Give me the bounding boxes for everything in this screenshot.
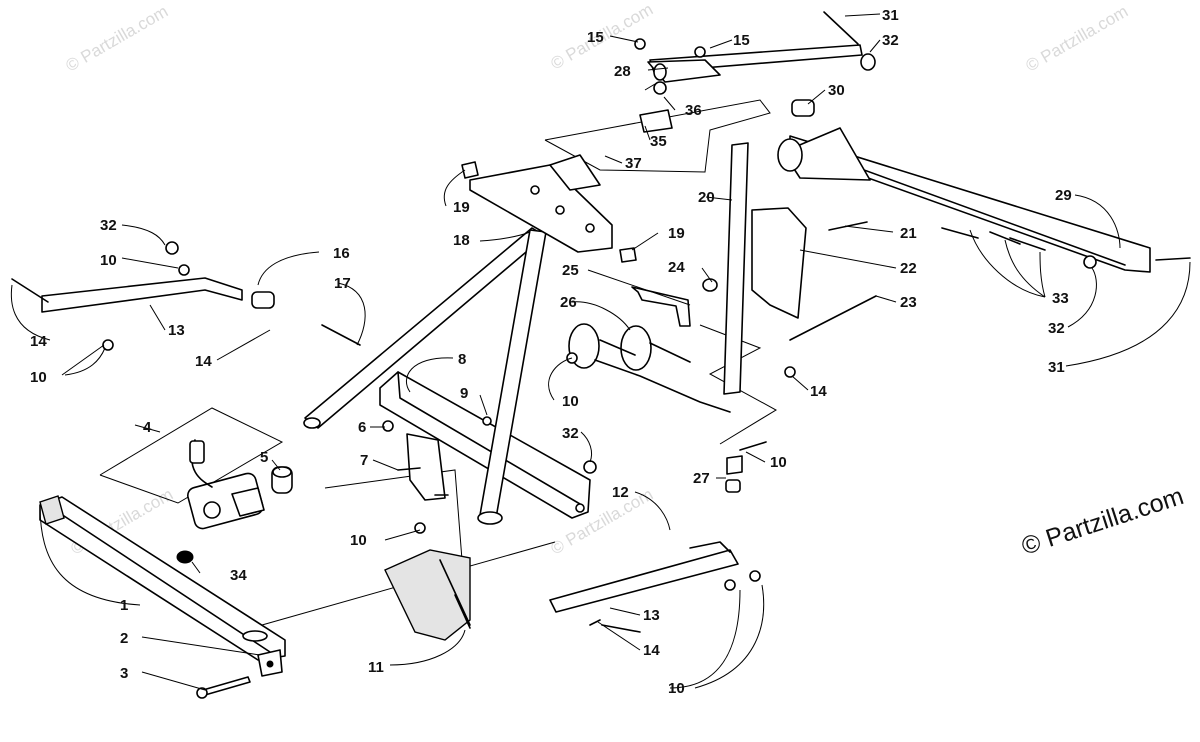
callout-32: 32 <box>882 32 899 49</box>
callout-12: 12 <box>612 484 629 501</box>
callout-34: 34 <box>230 567 247 584</box>
callout-10: 10 <box>562 393 579 410</box>
callout-5: 5 <box>260 449 268 466</box>
callout-36: 36 <box>685 102 702 119</box>
part-main-bracket <box>461 154 637 263</box>
part-1-rail <box>39 495 286 661</box>
callout-32: 32 <box>100 217 117 234</box>
part-26-motors <box>568 323 731 413</box>
callout-10: 10 <box>30 369 47 386</box>
callout-28: 28 <box>614 63 631 80</box>
callouts: 1 2 3 4 5 6 7 8 9 10 10 10 10 10 10 11 1… <box>30 7 1072 697</box>
watermarks: © Partzilla.com © Partzilla.com © Partzi… <box>63 0 1132 558</box>
part-2-bracket <box>257 649 283 677</box>
callout-1: 1 <box>120 597 128 614</box>
callout-17: 17 <box>334 275 351 292</box>
callout-10: 10 <box>350 532 367 549</box>
callout-21: 21 <box>900 225 917 242</box>
callout-8: 8 <box>458 351 466 368</box>
callout-9: 9 <box>460 385 468 402</box>
watermark: © Partzilla.com <box>1023 2 1132 76</box>
part-8-plate <box>379 371 591 519</box>
part-25-bracket <box>631 286 691 327</box>
callout-27: 27 <box>693 470 710 487</box>
callout-6: 6 <box>358 419 366 436</box>
callout-26: 26 <box>560 294 577 311</box>
callout-24: 24 <box>668 259 685 276</box>
watermark: © Partzilla.com <box>63 2 172 76</box>
callout-29: 29 <box>1055 187 1072 204</box>
callout-15: 15 <box>587 29 604 46</box>
callout-14: 14 <box>810 383 827 400</box>
part-5-bushing <box>271 466 293 494</box>
callout-16: 16 <box>333 245 350 262</box>
brand-mark: © Partzilla.com <box>1018 482 1187 561</box>
callout-20: 20 <box>698 189 715 206</box>
part-34-nut <box>176 550 194 564</box>
callout-14: 14 <box>643 642 660 659</box>
callout-30: 30 <box>828 82 845 99</box>
part-engine-block <box>384 549 471 641</box>
callout-18: 18 <box>453 232 470 249</box>
callout-10: 10 <box>668 680 685 697</box>
callout-15: 15 <box>733 32 750 49</box>
callout-3: 3 <box>120 665 128 682</box>
hardware <box>11 11 1191 633</box>
callout-31: 31 <box>882 7 899 24</box>
callout-13: 13 <box>168 322 185 339</box>
callout-2: 2 <box>120 630 128 647</box>
callout-10: 10 <box>770 454 787 471</box>
callout-32: 32 <box>1048 320 1065 337</box>
callout-32: 32 <box>562 425 579 442</box>
callout-35: 35 <box>650 133 667 150</box>
part-7-bracket <box>397 433 446 501</box>
part-13-rail-lower <box>549 541 739 613</box>
part-29-rail <box>777 127 1151 273</box>
callout-31: 31 <box>1048 359 1065 376</box>
callout-22: 22 <box>900 260 917 277</box>
callout-13: 13 <box>643 607 660 624</box>
callout-14: 14 <box>195 353 212 370</box>
callout-25: 25 <box>562 262 579 279</box>
leader-lines <box>10 13 1191 691</box>
callout-4: 4 <box>143 419 152 436</box>
part-28-arm <box>647 44 863 83</box>
part-18-a-frame <box>303 227 547 525</box>
callout-7: 7 <box>360 452 368 469</box>
callout-33: 33 <box>1052 290 1069 307</box>
part-13-arm-upper <box>41 277 243 313</box>
part-22-panel <box>751 207 807 319</box>
callout-11: 11 <box>368 659 384 676</box>
callout-23: 23 <box>900 294 917 311</box>
callout-19: 19 <box>453 199 470 216</box>
part-4-motor <box>187 439 265 530</box>
callout-19: 19 <box>668 225 685 242</box>
callout-37: 37 <box>625 155 642 172</box>
callout-10: 10 <box>100 252 117 269</box>
part-3-bolt <box>196 676 251 699</box>
part-20-tube <box>723 142 749 395</box>
callout-14: 14 <box>30 333 47 350</box>
